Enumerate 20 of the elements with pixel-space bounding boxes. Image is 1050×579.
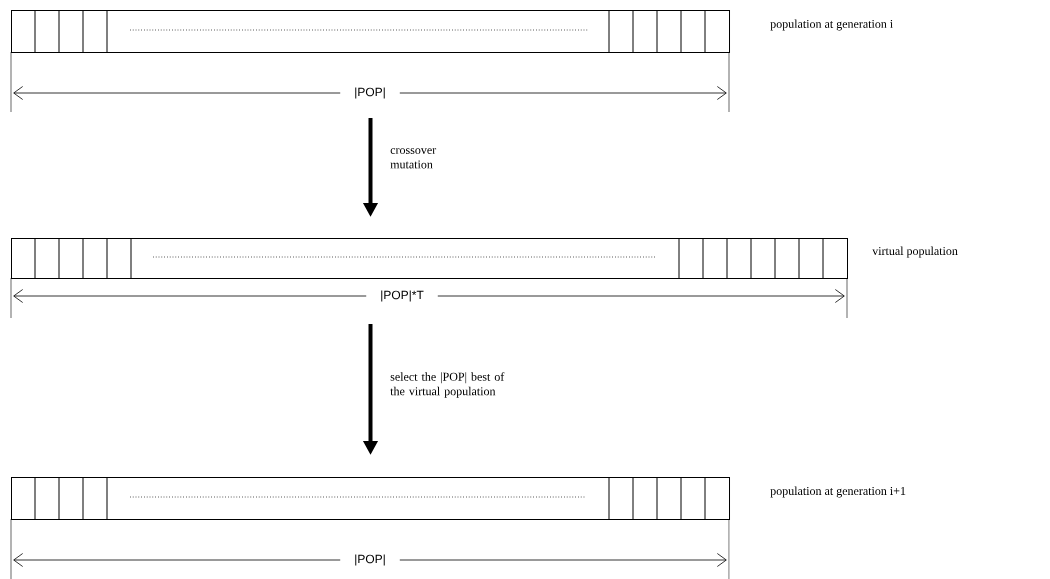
- caption-text: population at generation i: [770, 19, 893, 31]
- dimension-label: |POP|*T: [366, 289, 438, 303]
- caption-text: population at generation i+1: [770, 486, 906, 498]
- dimension-line: [13, 86, 727, 100]
- extension-line: [728, 51, 730, 113]
- population-bar: [11, 9, 730, 53]
- extension-line: [10, 518, 12, 579]
- edge-label: crossover mutation: [390, 148, 437, 169]
- extension-line: [10, 277, 12, 319]
- extension-line: [728, 518, 730, 579]
- population-bar: [11, 237, 848, 279]
- extension-line: [846, 277, 848, 319]
- edge-label: select the |POP| best of the virtual population: [390, 372, 505, 398]
- caption-text: virtual population: [872, 246, 958, 258]
- dimension-label: |POP|: [340, 86, 400, 100]
- dimension-line: [13, 553, 727, 567]
- dimension-line: [13, 289, 845, 303]
- extension-line: [10, 51, 12, 113]
- dimension-label: |POP|: [340, 553, 400, 567]
- population-bar: [11, 476, 730, 520]
